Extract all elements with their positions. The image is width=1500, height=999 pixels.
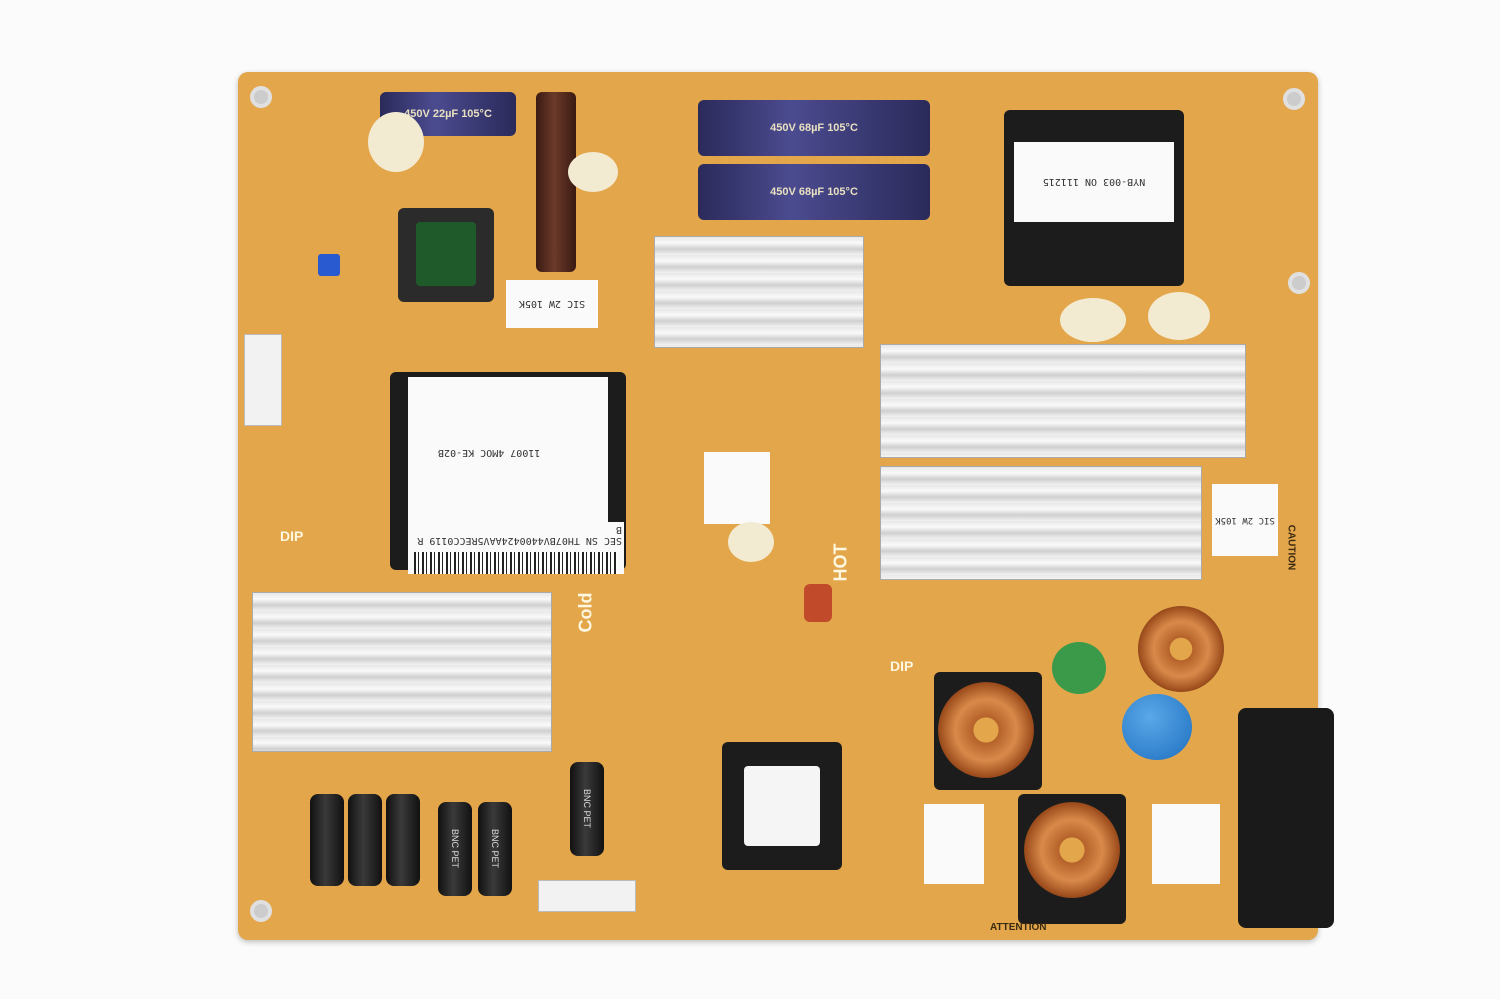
capacitor xyxy=(348,794,382,886)
output-connector xyxy=(538,880,636,912)
glue-blob xyxy=(1148,292,1210,340)
transformer-core xyxy=(744,766,820,846)
barcode-label: SEC SN TH07BV4400424AAV5RECC0119 R B xyxy=(408,522,624,574)
capacitor xyxy=(310,794,344,886)
capacitor-68uf: 450V 68µF 105°C xyxy=(698,100,930,156)
transformer-label: 11007 4MOC KE-02B xyxy=(408,377,608,527)
x-capacitor xyxy=(1152,804,1220,884)
capacitor-label: BNC PET xyxy=(450,829,460,869)
barcode xyxy=(414,552,618,574)
hot-marking: HOT xyxy=(830,543,851,582)
capacitor: BNC PET xyxy=(478,802,512,896)
capacitor: BNC PET xyxy=(438,802,472,896)
capacitor-label: BNC PET xyxy=(582,789,592,829)
glue-blob xyxy=(1060,298,1126,342)
film-capacitor-red xyxy=(804,584,832,622)
mounting-hole xyxy=(1288,272,1310,294)
capacitor-label: BNC PET xyxy=(490,829,500,869)
film-capacitor: SIC 2W 105K xyxy=(506,280,598,328)
capacitor-label: 450V 68µF 105°C xyxy=(770,122,858,134)
dip-marking: DIP xyxy=(280,528,304,544)
attention-text: ATTENTION xyxy=(990,922,1047,933)
inductor-core xyxy=(416,222,476,286)
x-capacitor xyxy=(924,804,984,884)
electrolytic-capacitor xyxy=(536,92,576,272)
glue-blob xyxy=(728,522,774,562)
side-connector xyxy=(244,334,282,426)
capacitor-label: 450V 22µF 105°C xyxy=(404,108,492,120)
toroid-coil xyxy=(1138,606,1224,692)
glue-blob xyxy=(368,112,424,172)
capacitor-68uf: 450V 68µF 105°C xyxy=(698,164,930,220)
cold-marking: Cold xyxy=(575,592,596,633)
mounting-hole xyxy=(250,900,272,922)
dip-marking: DIP xyxy=(890,658,914,674)
toroid-coil xyxy=(1024,802,1120,898)
serial-number: SEC SN TH07BV4400424AAV5RECC0119 R B xyxy=(417,524,622,546)
caution-text: CAUTION xyxy=(1285,524,1297,571)
potentiometer xyxy=(318,254,340,276)
mounting-hole xyxy=(1283,88,1305,110)
heatsink xyxy=(654,236,864,348)
varistor xyxy=(1122,694,1192,760)
heatsink xyxy=(880,344,1246,458)
capacitor-label: 450V 68µF 105°C xyxy=(770,186,858,198)
capacitor: BNC PET xyxy=(570,762,604,856)
ac-input-connector xyxy=(1238,708,1334,928)
heatsink xyxy=(880,466,1202,580)
capacitor xyxy=(386,794,420,886)
circuit-board: 450V 22µF 105°C 450V 68µF 105°C 450V 68µ… xyxy=(238,72,1334,940)
mounting-hole xyxy=(250,86,272,108)
film-capacitor xyxy=(704,452,770,524)
heatsink xyxy=(252,592,552,752)
thermistor xyxy=(1052,642,1106,694)
transformer-label: NYB-003 ON 111215 xyxy=(1014,142,1174,222)
transformer-code: 11007 4MOC KE-02B xyxy=(438,447,541,458)
toroid-coil xyxy=(938,682,1034,778)
film-capacitor: SIC 2W 105K xyxy=(1212,484,1278,556)
glue-blob xyxy=(568,152,618,192)
